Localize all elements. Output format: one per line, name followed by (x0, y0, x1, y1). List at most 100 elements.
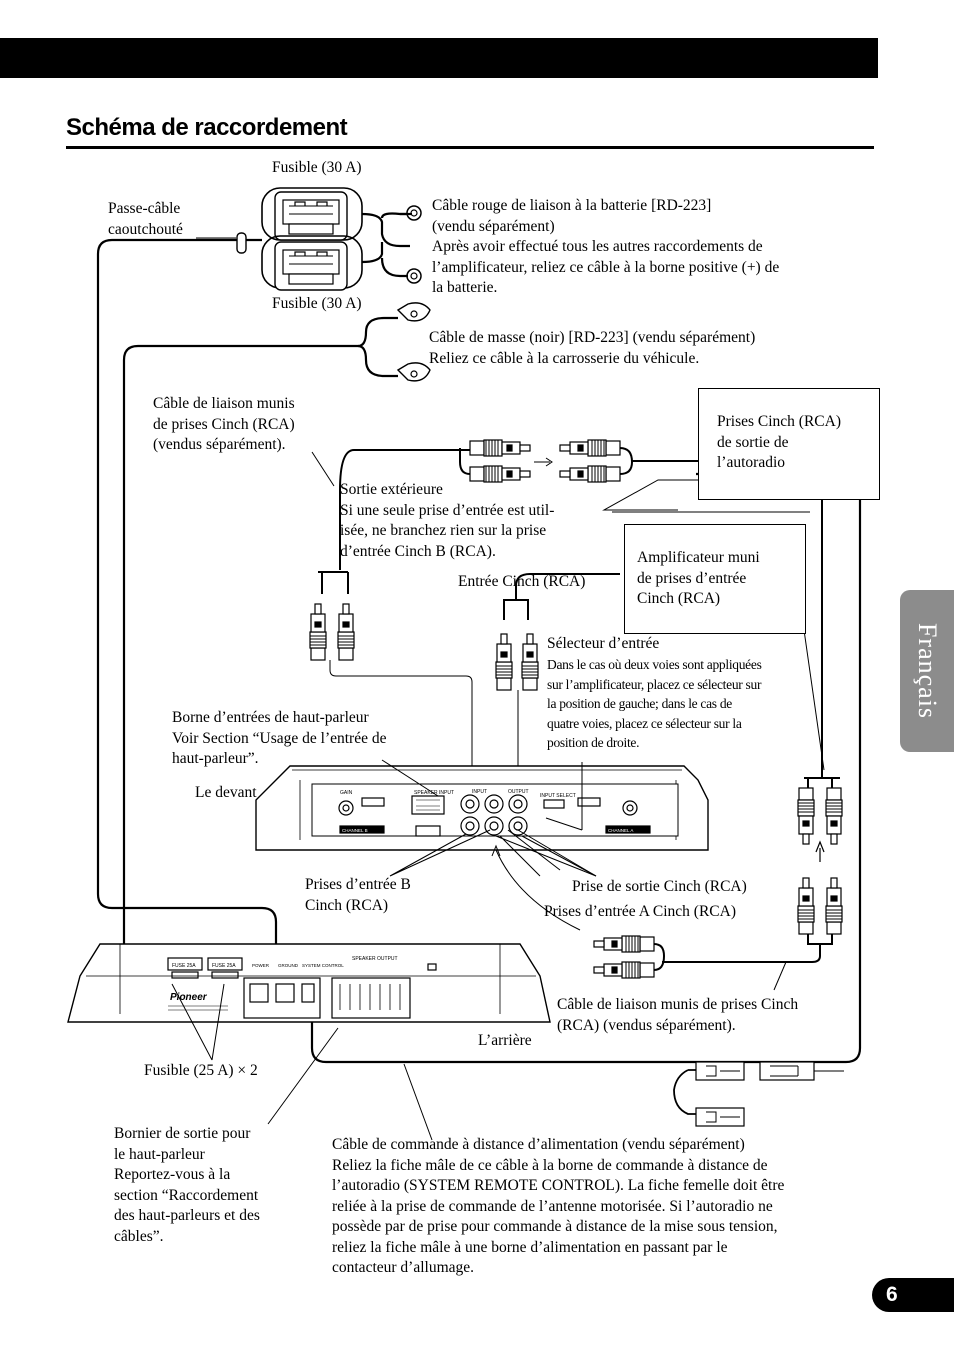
input-b-line-1: Prises d’entrée B (305, 876, 411, 893)
rca-cables-top-line-3: (vendus séparément). (153, 436, 286, 453)
external-output-label: Sortie extérieure Si une seule prise d’e… (340, 480, 554, 562)
input-select-text: INPUT SELECT (540, 793, 576, 799)
remote-cable-line-4: reliée à la prise de commande de l’anten… (332, 1197, 773, 1215)
red-cable-line-1: Câble rouge de liaison à la batterie [RD… (432, 197, 712, 214)
page-number: 6 (886, 1283, 898, 1306)
amp-inputs-box (624, 524, 806, 634)
rca-cables-bottom-label: Câble de liaison munis de prises Cinch (… (557, 995, 798, 1036)
rca-plugs-right-lower (797, 877, 843, 935)
rear-system-control-text: SYSTEM CONTROL (302, 963, 344, 968)
grommet-line-2: caoutchouté (108, 220, 183, 238)
speaker-terminal-line-4: section “Raccordement (114, 1186, 259, 1204)
red-cable-label: Câble rouge de liaison à la batterie [RD… (432, 196, 779, 299)
fuse-holder-top (261, 187, 363, 241)
grommet-line-1: Passe-câble (108, 200, 181, 217)
speaker-input-label: Borne d’entrées de haut-parleur Voir Sec… (172, 708, 386, 770)
front-label: Le devant (195, 784, 257, 801)
radio-output-line-1: Prises Cinch (RCA) (717, 413, 841, 430)
external-output-line-1: Sortie extérieure (340, 481, 443, 498)
amp-with-inputs-line-2: de prises d’entrée (637, 569, 747, 587)
ground-cable-label: Câble de masse (noir) [RD-223] (vendu sé… (429, 328, 755, 369)
fuse-holder-bottom (261, 235, 363, 291)
rca-cables-bottom-line-2: (RCA) (vendus séparément). (557, 1016, 736, 1034)
radio-output-box (698, 388, 880, 500)
page-title: Schéma de raccordement (66, 114, 348, 141)
ground-cable (122, 344, 358, 980)
amp-with-inputs-line-3: Cinch (RCA) (637, 590, 721, 607)
amplifier-front-panel: CHANNEL B CHANNEL A GAIN SPEAKER INPUT I… (255, 765, 709, 851)
input-selector-title: Sélecteur d’entrée (547, 635, 660, 652)
remote-cable-line-1: Câble de commande à distance d’alimentat… (332, 1136, 745, 1153)
speaker-terminal-line-3: Reportez-vous à la (114, 1166, 231, 1183)
rca-output-label: Prise de sortie Cinch (RCA) (572, 878, 747, 895)
red-cable-line-5: la batterie. (432, 279, 498, 296)
external-output-line-4: d’entrée Cinch B (RCA). (340, 542, 496, 560)
header-bar (0, 38, 878, 78)
amplifier-rear-panel: FUSE 25A FUSE 25A POWER GROUND SYSTEM CO… (67, 943, 551, 1023)
external-output-line-2: Si une seule prise d’entrée est util- (340, 501, 555, 519)
ground-terminal-icon (396, 302, 431, 382)
rear-power-text: POWER (252, 963, 270, 968)
fuse-25-label: Fusible (25 A) × 2 (144, 1062, 258, 1079)
remote-cable-line-2: Reliez la fiche mâle de ce câble à la bo… (332, 1156, 768, 1174)
channel-a-text: CHANNEL A (608, 828, 633, 833)
red-cable-line-2: (vendu séparément) (432, 217, 555, 235)
fuse-top-label: Fusible (30 A) (272, 159, 362, 176)
battery-terminal-icon (380, 205, 422, 284)
remote-connector-icon (673, 1061, 844, 1127)
rear-fuse-2-text: FUSE 25A (212, 963, 236, 969)
title-rule (66, 146, 874, 149)
rca-plugs-rear (593, 935, 666, 979)
output-text: OUTPUT (508, 789, 529, 795)
fuse-wire (361, 212, 410, 248)
input-selector-line-5: position de droite. (547, 735, 640, 750)
radio-output-label: Prises Cinch (RCA) de sortie de l’autora… (717, 412, 841, 474)
page-number-badge: 6 (872, 1278, 954, 1312)
rear-speaker-output-text: SPEAKER OUTPUT (352, 956, 398, 962)
input-selector-line-2: sur l’amplificateur, placez ce sélecteur… (547, 676, 762, 692)
rca-input-label: Entrée Cinch (RCA) (458, 573, 586, 590)
red-cable-line-4: l’amplificateur, reliez ce câble à la bo… (432, 258, 780, 276)
ground-cable-line-2: Reliez ce câble à la carrosserie du véhi… (429, 349, 700, 367)
rear-ground-text: GROUND (278, 963, 299, 968)
channel-b-text: CHANNEL B (342, 828, 368, 833)
fuse-bottom-label: Fusible (30 A) (272, 295, 362, 312)
remote-cable-line-6: reliez la fiche mâle à une borne d’alime… (332, 1238, 728, 1256)
speaker-input-line-3: haut-parleur”. (172, 750, 259, 767)
speaker-terminal-label: Bornier de sortie pour le haut-parleur R… (114, 1124, 260, 1247)
speaker-terminal-line-1: Bornier de sortie pour (114, 1125, 251, 1142)
grommet-label: Passe-câble caoutchouté (108, 199, 183, 240)
gain-text: GAIN (340, 790, 353, 796)
speaker-input-line-1: Borne d’entrées de haut-parleur (172, 709, 369, 726)
input-selector-text: Dans le cas où deux voies sont appliquée… (547, 655, 762, 753)
input-text: INPUT (472, 789, 487, 795)
speaker-terminal-line-6: câbles”. (114, 1227, 164, 1245)
ground-cable-line-1: Câble de masse (noir) [RD-223] (vendu sé… (429, 329, 756, 346)
rca-cables-bottom-line-1: Câble de liaison munis de prises Cinch (557, 996, 799, 1013)
red-cable-line-3: Après avoir effectué tous les autres rac… (432, 238, 763, 255)
language-tab: Français (900, 590, 954, 752)
input-b-line-2: Cinch (RCA) (305, 896, 389, 914)
brand-text: Pioneer (170, 992, 208, 1003)
rca-plugs-top (339, 439, 698, 491)
rear-fuse-1-text: FUSE 25A (172, 963, 196, 969)
remote-cable-label: Câble de commande à distance d’alimentat… (332, 1135, 784, 1279)
amp-with-inputs-label: Amplificateur muni de prises d’entrée Ci… (637, 548, 760, 610)
power-cable (96, 238, 278, 978)
rca-cables-top-line-1: Câble de liaison munis (153, 395, 295, 412)
rca-cables-top-label: Câble de liaison munis de prises Cinch (… (153, 394, 295, 456)
input-selector-line-4: quatre voies, placez ce sélecteur sur la (547, 715, 742, 731)
input-a-label: Prises d’entrée A Cinch (RCA) (544, 903, 737, 920)
speaker-input-line-2: Voir Section “Usage de l’entrée de (172, 729, 387, 747)
rca-plugs-input-b (309, 603, 355, 661)
grommet (236, 232, 247, 254)
radio-output-line-3: l’autoradio (717, 454, 786, 471)
rca-plugs-input-a (495, 633, 539, 691)
input-selector-line-1: Dans le cas où deux voies sont appliquée… (547, 657, 762, 672)
speaker-terminal-line-2: le haut-parleur (114, 1145, 205, 1163)
input-selector-line-3: la position de gauche; dans le cas de (547, 696, 732, 711)
radio-output-line-2: de sortie de (717, 433, 789, 451)
remote-cable-line-7: contacteur d’allumage. (332, 1259, 475, 1276)
rear-label: L’arrière (478, 1032, 532, 1049)
amp-with-inputs-line-1: Amplificateur muni (637, 549, 760, 566)
